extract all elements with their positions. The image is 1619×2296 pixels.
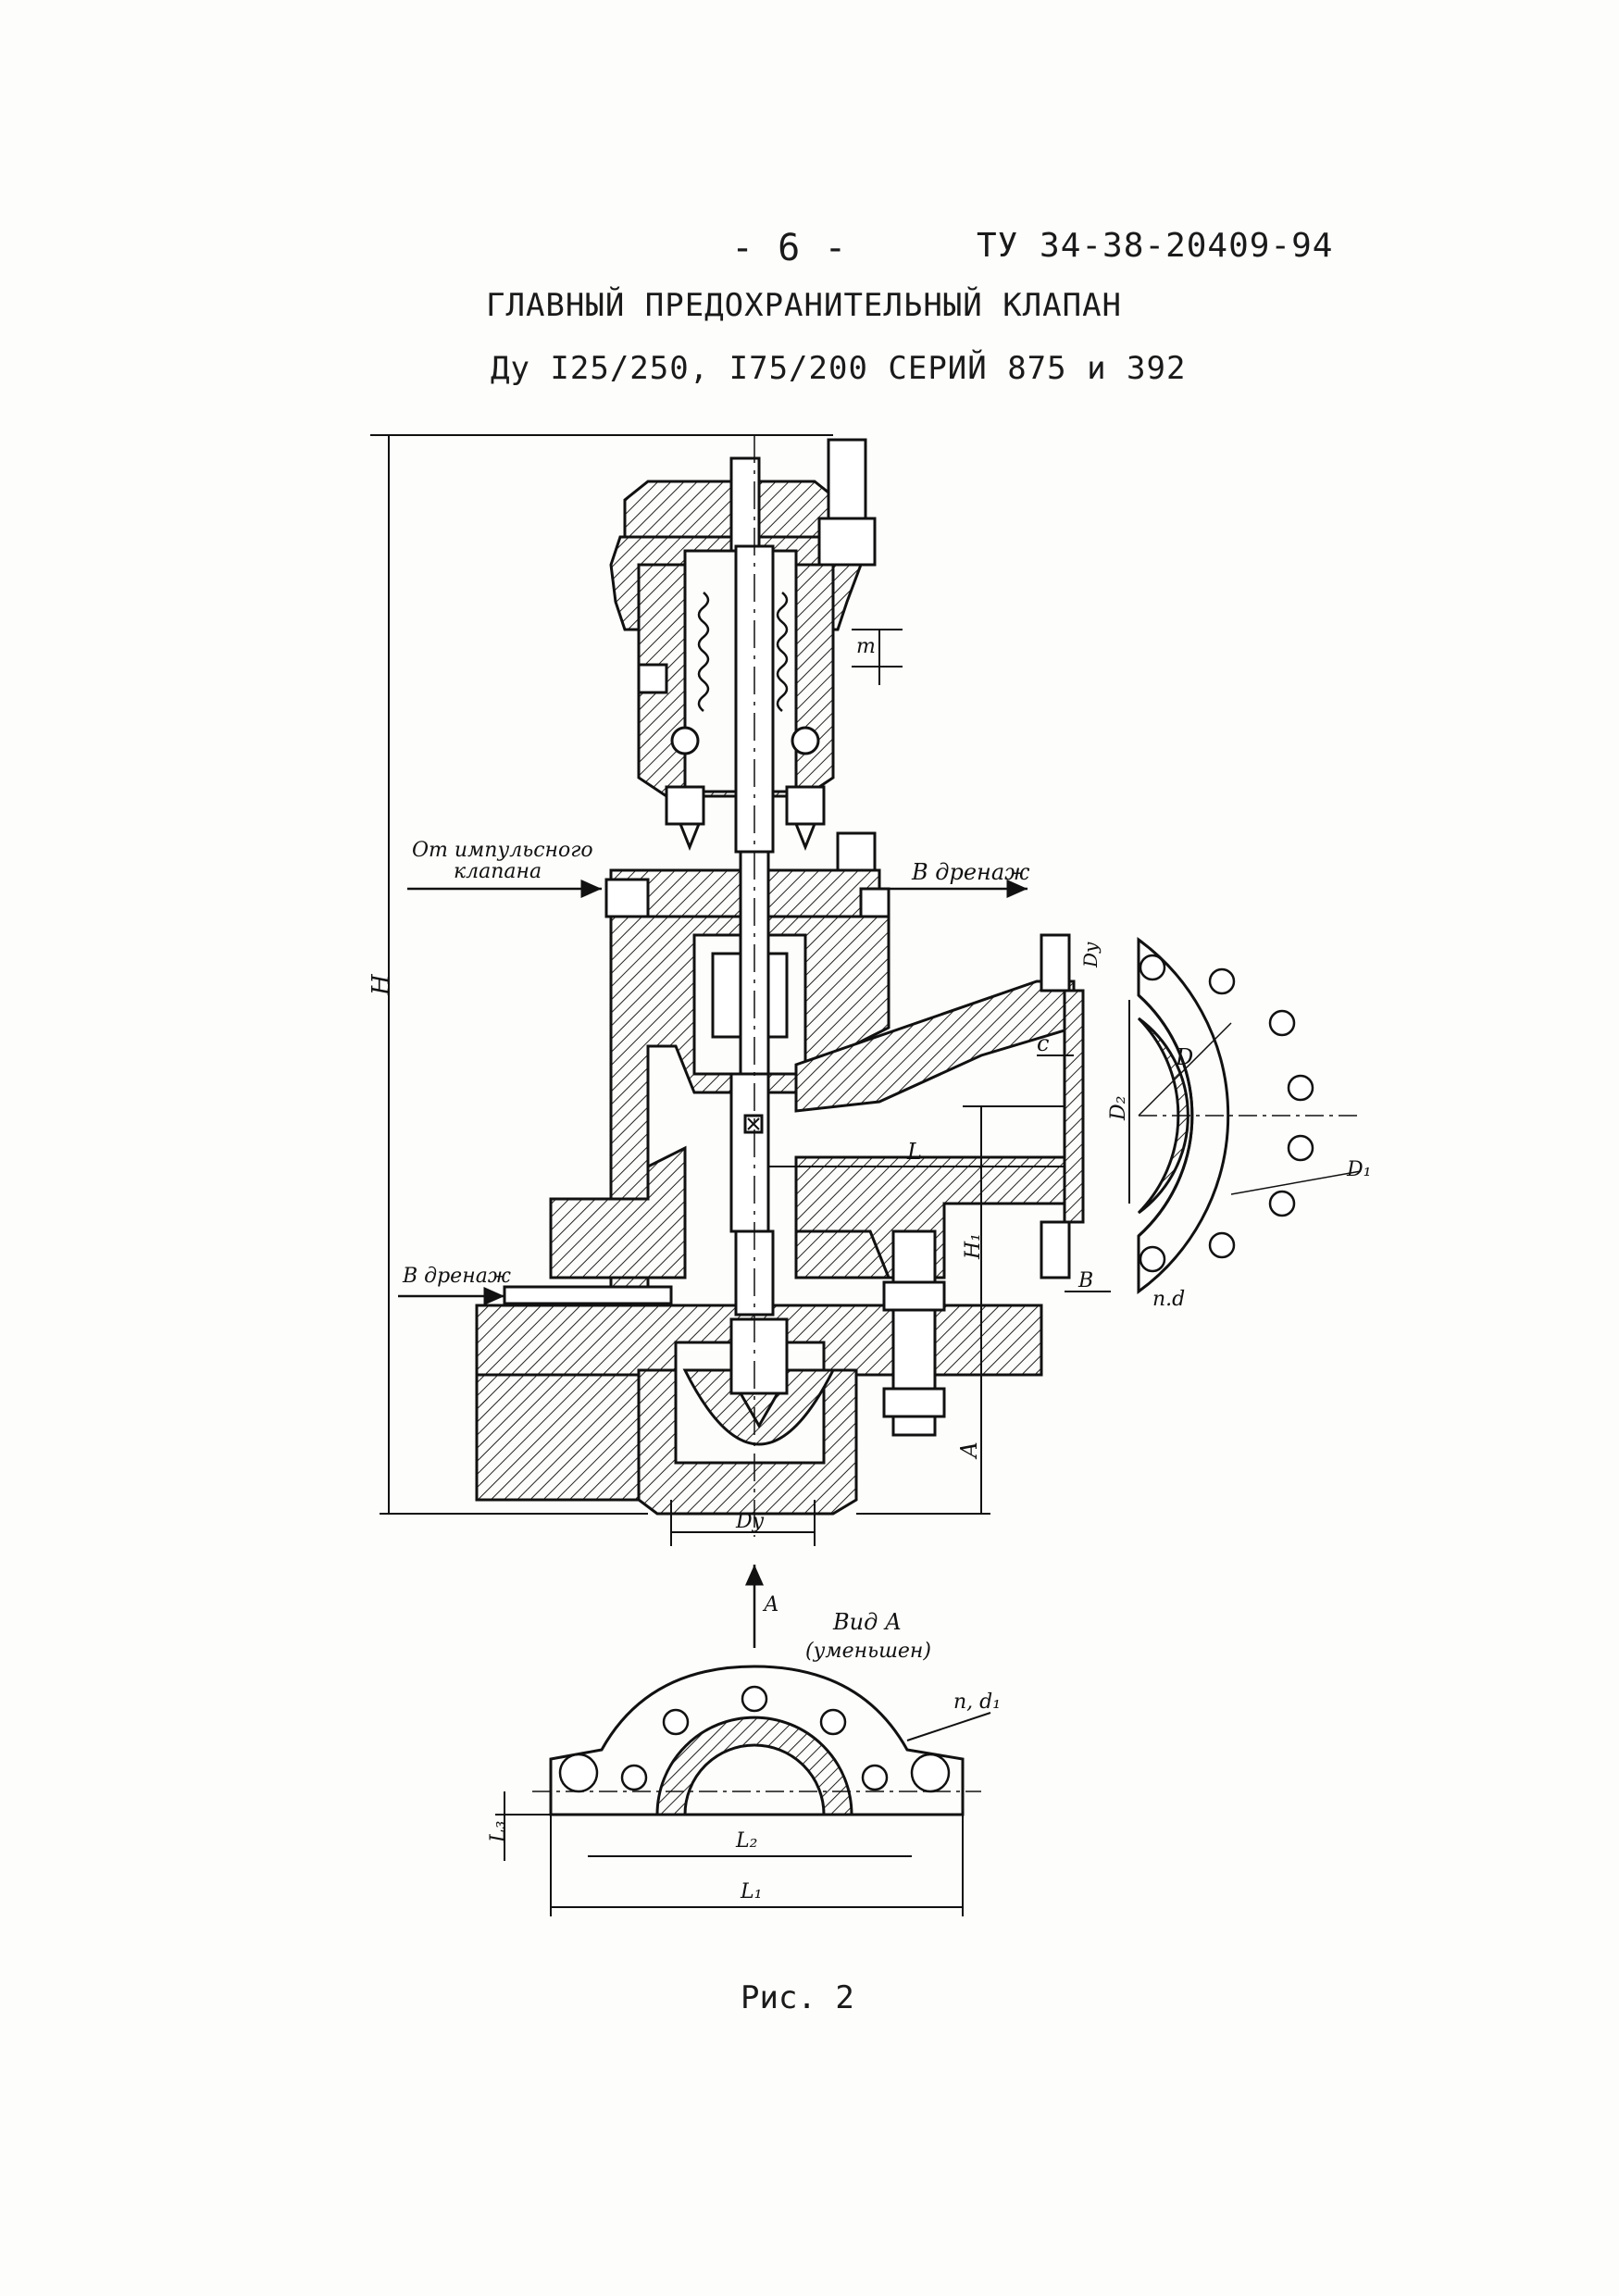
label-D1: D₁ xyxy=(1346,1158,1371,1181)
label-A-dimension: А xyxy=(956,1441,982,1460)
label-D2: D₂ xyxy=(1107,1096,1130,1121)
page-number: - 6 - xyxy=(731,227,848,269)
label-H: Н xyxy=(367,973,395,996)
document-code: ТУ 34-38-20409-94 xyxy=(977,227,1334,265)
figure-caption: Рис. 2 xyxy=(741,1979,854,2016)
label-drain-left: В дренаж xyxy=(402,1265,511,1288)
title-line-2: Ду I25/250, I75/200 СЕРИЙ 875 и 392 xyxy=(491,350,1187,387)
label-Dy-inlet: Dу xyxy=(735,1510,765,1533)
label-m: m xyxy=(856,635,876,658)
outlet-flange-view xyxy=(1137,937,1362,1294)
label-A-arrow: А xyxy=(762,1593,779,1616)
view-a-flange xyxy=(495,1665,991,1916)
label-drain-top: В дренаж xyxy=(911,859,1030,885)
label-Dy-outlet: Dу xyxy=(1079,942,1102,968)
label-from-impulse-2: клапана xyxy=(454,860,542,883)
valve-cross-section xyxy=(475,438,1085,1516)
label-L2: L₂ xyxy=(735,1829,757,1853)
dimension-lines xyxy=(370,434,1130,1546)
label-n1d1: n, d₁ xyxy=(953,1691,1001,1714)
label-L1: L₁ xyxy=(740,1880,762,1903)
label-B: В xyxy=(1077,1269,1093,1292)
label-view-a: Вид А xyxy=(832,1609,902,1635)
lower-body xyxy=(549,1145,687,1279)
label-L: L xyxy=(906,1139,922,1165)
label-L3: L₃ xyxy=(487,1821,510,1843)
label-c: с xyxy=(1037,1030,1049,1056)
label-view-a-reduced: (уменьшен) xyxy=(805,1640,931,1663)
label-H1: H₁ xyxy=(962,1233,985,1260)
title-line-1: ГЛАВНЫЙ ПРЕДОХРАНИТЕЛЬНЫЙ КЛАПАН xyxy=(486,287,1123,324)
label-nd: n.d xyxy=(1152,1288,1185,1311)
label-D: D xyxy=(1175,1044,1193,1070)
label-from-impulse-1: От импульсного xyxy=(412,839,593,862)
